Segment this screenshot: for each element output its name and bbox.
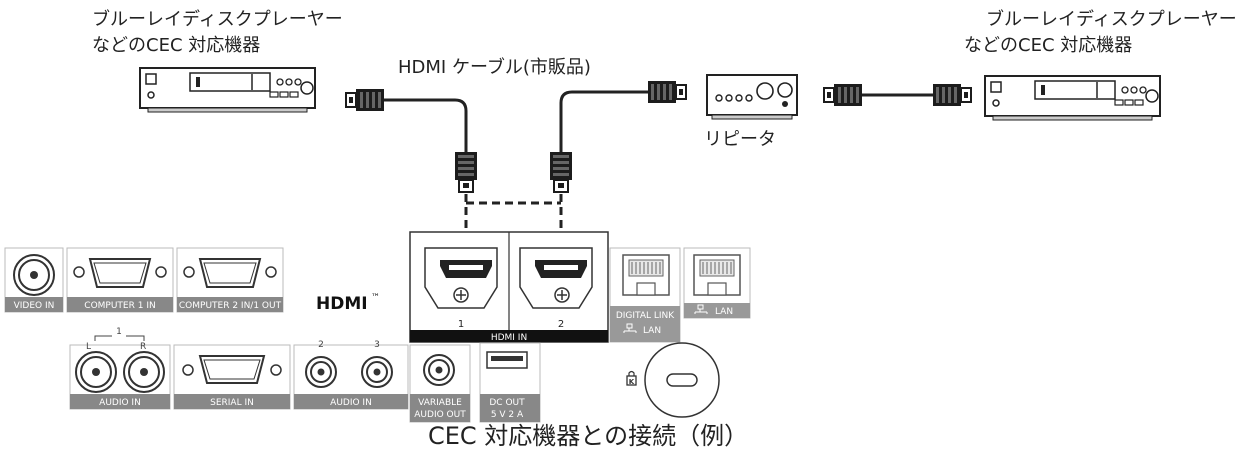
repeater-device (706, 74, 798, 120)
hdmi-port1-number: 1 (458, 319, 464, 330)
hdmi-port2-number: 2 (558, 319, 564, 330)
hdmi-logo: HDMI (316, 294, 368, 314)
hdmi-plug-to-repeater (647, 80, 687, 104)
hdmi-logo-tm: ™ (371, 293, 380, 303)
computer2-in-terminal: COMPUTER 2 IN/1 OUT (176, 247, 284, 313)
right-device-label-line1: ブルーレイディスクプレーヤー (986, 9, 1237, 30)
computer1-in-terminal: COMPUTER 1 IN (66, 247, 174, 313)
svg-text:K: K (629, 378, 635, 386)
left-device-label-line2: などのCEC 対応機器 (92, 35, 261, 56)
audio-in-3-number: 3 (374, 340, 380, 350)
left-device-label-line1: ブルーレイディスクプレーヤー (92, 9, 343, 30)
computer2-in-label: COMPUTER 2 IN/1 OUT (179, 301, 282, 311)
digital-link-label: DIGITAL LINK (616, 311, 675, 321)
caption: CEC 対応機器との接続（例） (428, 422, 749, 450)
audio-in-l-label: L (86, 342, 91, 352)
cable-label: HDMI ケーブル(市販品) (398, 57, 591, 78)
video-in-terminal: VIDEO IN (4, 247, 64, 313)
audio-in-1-terminal: 1 L R AUDIO IN (69, 327, 171, 410)
dc-out-rating: 5 V 2 A (491, 410, 524, 420)
hdmi-cable-right (559, 90, 648, 152)
left-bluray-player (139, 67, 316, 113)
lan-terminal: LAN (683, 247, 751, 319)
video-in-label: VIDEO IN (14, 301, 55, 311)
hdmi-cable-left (384, 98, 468, 152)
dc-out-label: DC OUT (489, 398, 525, 408)
lan-label-2: LAN (715, 307, 733, 317)
security-slot (644, 342, 720, 418)
audio-in-2-number: 2 (318, 340, 324, 350)
hdmi-plug-right-player (932, 83, 972, 107)
hdmi-plug-port1 (454, 151, 478, 193)
computer1-in-label: COMPUTER 1 IN (84, 301, 155, 311)
lan-label-1: LAN (643, 326, 661, 336)
repeater-label: リピータ (704, 129, 776, 150)
audio-in-1-label: AUDIO IN (99, 398, 141, 408)
variable-label: VARIABLE (418, 398, 462, 408)
kensington-lock-icon: K (626, 370, 637, 386)
hdmi-plug-left-player (345, 88, 385, 112)
serial-in-label: SERIAL IN (210, 398, 254, 408)
audio-in-group-number: 1 (116, 327, 122, 337)
variable-audio-out-terminal: VARIABLE AUDIO OUT (409, 344, 471, 423)
audio-in-2-label: AUDIO IN (330, 398, 372, 408)
right-bluray-player (984, 75, 1161, 121)
digital-link-lan-terminal: DIGITAL LINK LAN (609, 247, 681, 343)
dc-out-terminal: DC OUT 5 V 2 A (479, 342, 541, 423)
audio-in-r-label: R (140, 342, 146, 352)
hdmi-in-label: HDMI IN (491, 333, 527, 343)
hdmi-plug-repeater-out (823, 83, 863, 107)
hdmi-plug-port2 (549, 151, 573, 193)
serial-in-terminal: SERIAL IN (173, 344, 291, 410)
hdmi-in-terminal: 1 2 HDMI IN (409, 231, 609, 343)
right-device-label-line2: などのCEC 対応機器 (964, 35, 1133, 56)
audio-in-2-terminal: 2 3 AUDIO IN (293, 340, 409, 410)
audio-out-label: AUDIO OUT (414, 410, 466, 420)
